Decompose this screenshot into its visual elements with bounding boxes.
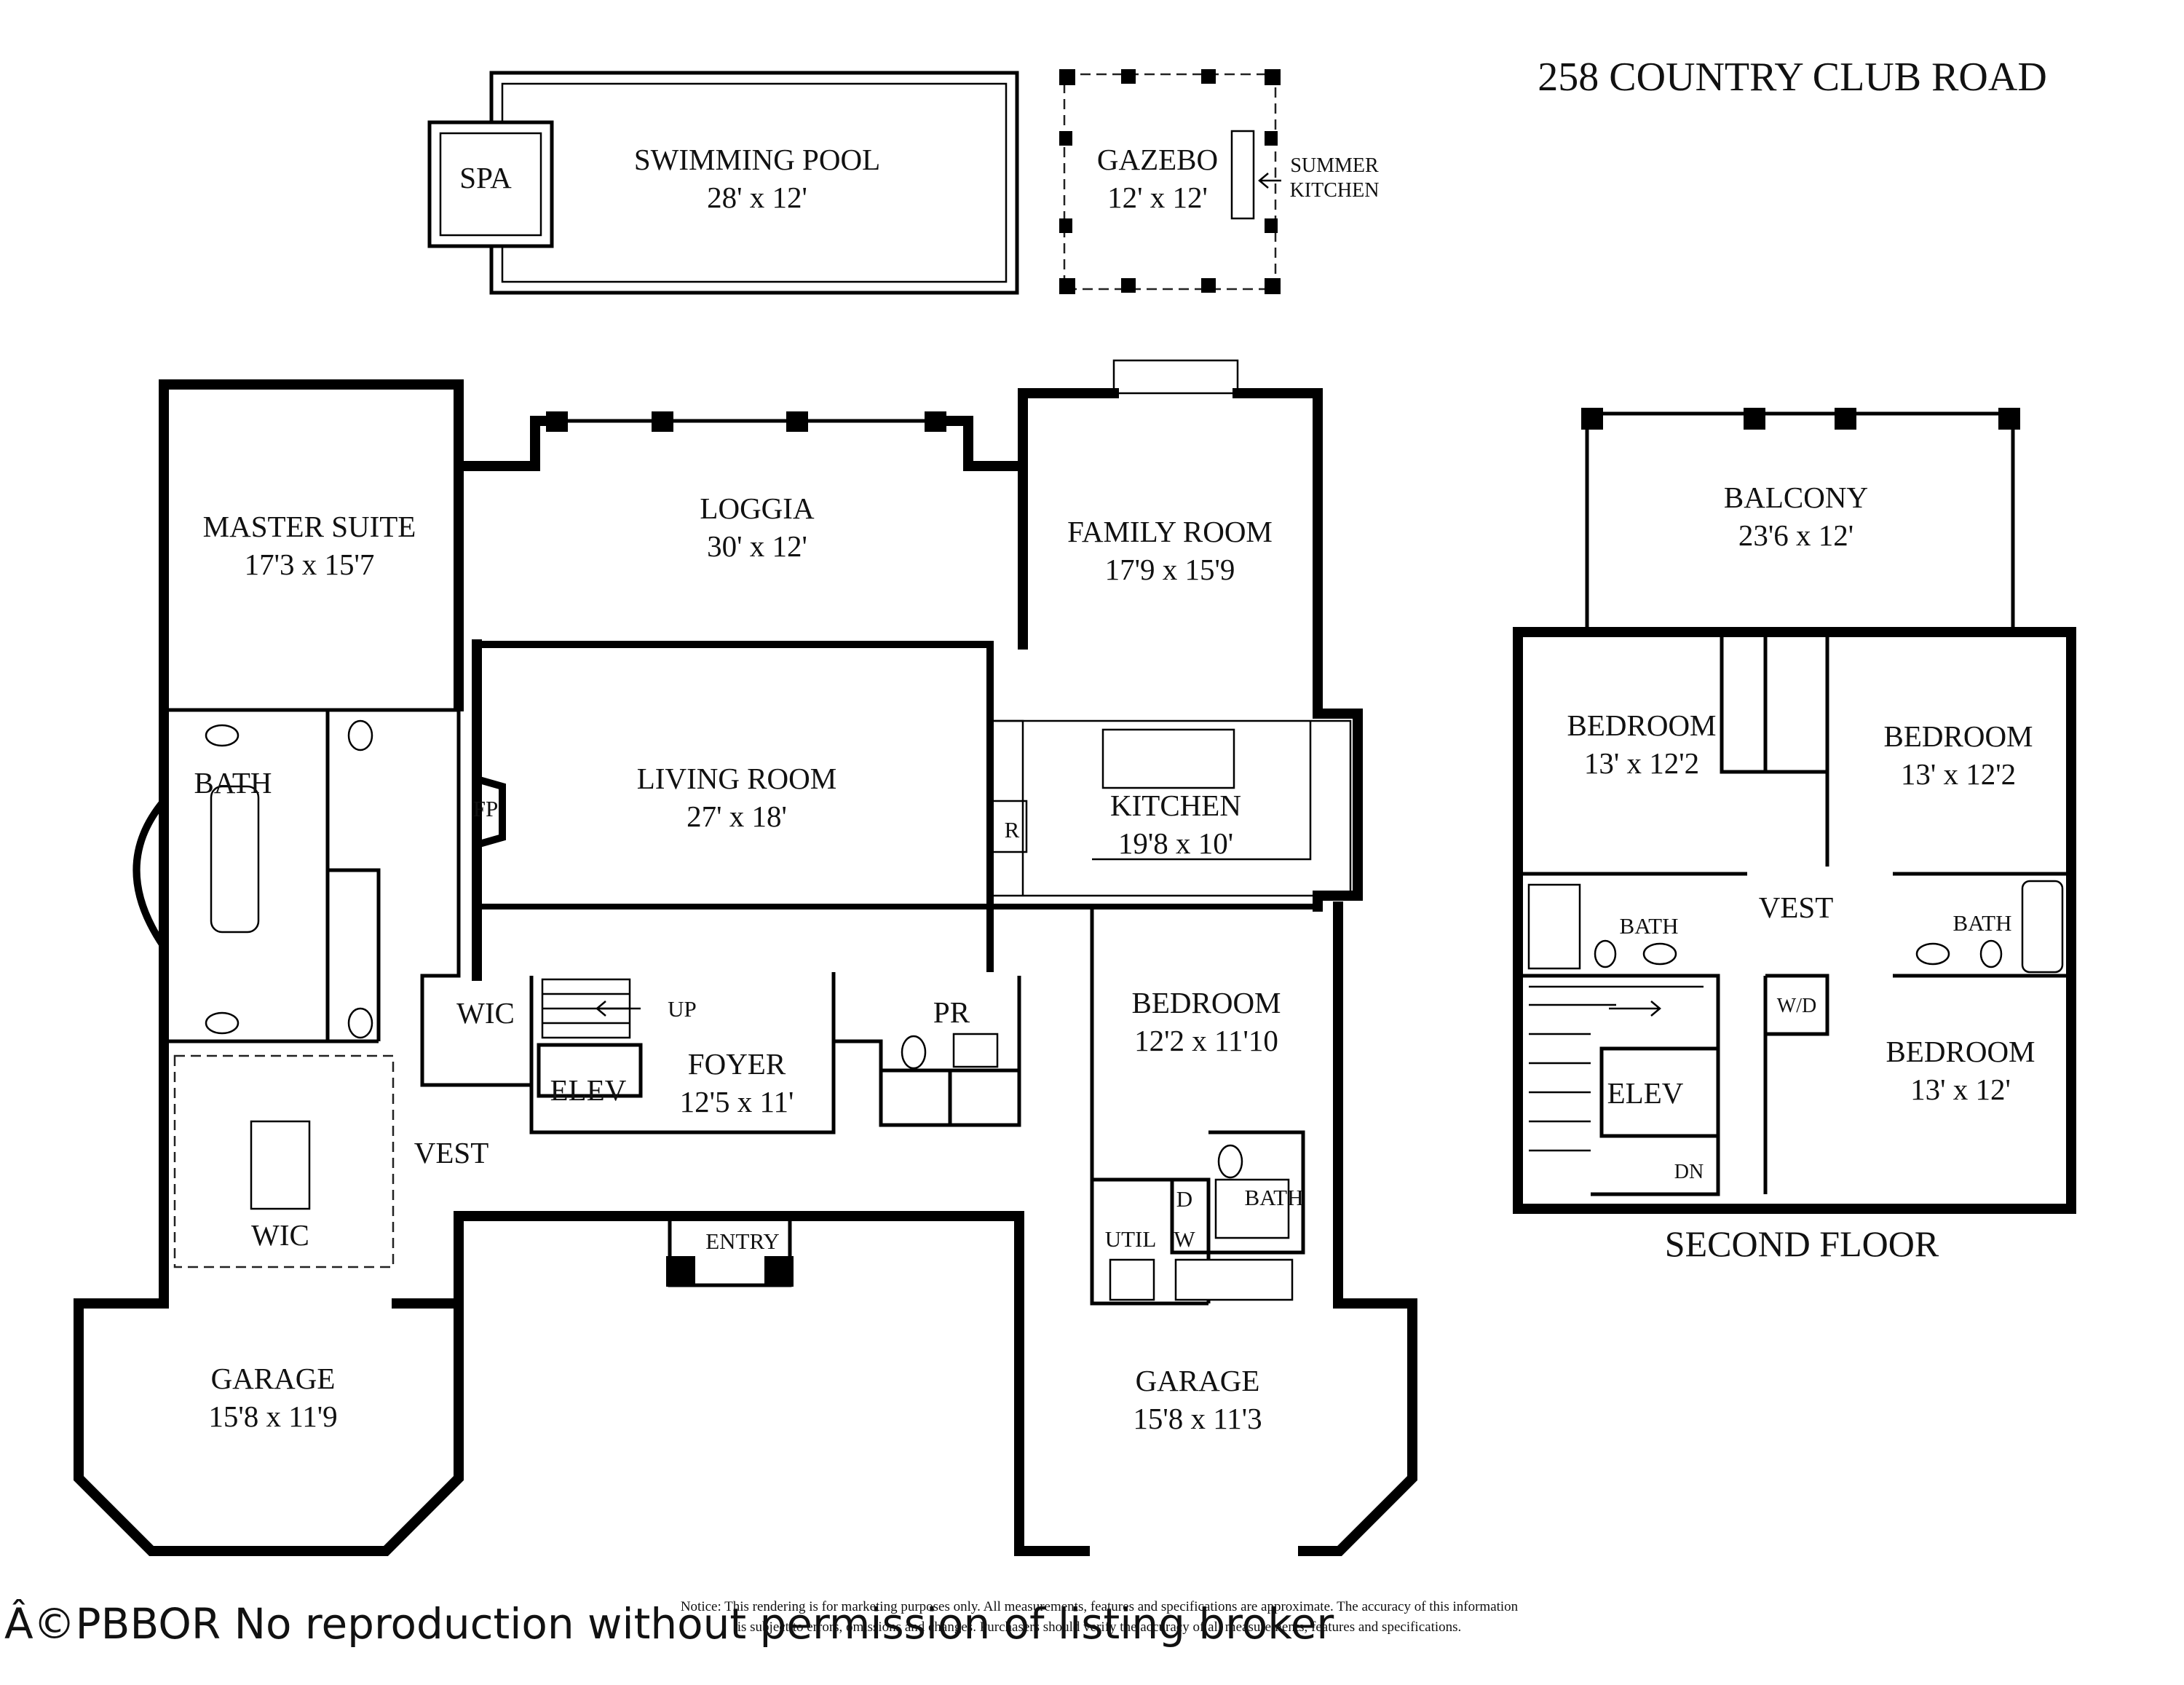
family-room-name: FAMILY ROOM [1067, 515, 1273, 548]
bedroom-bath-label: BATH [1245, 1185, 1304, 1210]
entry-label: ENTRY [705, 1228, 780, 1254]
swimming-pool [427, 71, 1019, 295]
family-room-size: 17'9 x 15'9 [1105, 553, 1235, 586]
pool-name: SWIMMING POOL [634, 143, 880, 176]
notice-line-1: Notice: This rendering is for marketing … [681, 1599, 1519, 1614]
utility-label: UTIL [1105, 1226, 1157, 1252]
bedroom-2-size: 13' x 12'2 [1901, 757, 2016, 791]
summer-kitchen-line1: SUMMER [1290, 154, 1379, 177]
loggia-size: 30' x 12' [707, 529, 807, 563]
second-floor-elev: ELEV [1607, 1076, 1684, 1110]
bedroom-1-size: 13' x 12'2 [1584, 746, 1699, 780]
bedroom-3-name: BEDROOM [1886, 1035, 2035, 1068]
lower-wic-label: WIC [251, 1218, 309, 1252]
balcony-name: BALCONY [1724, 481, 1868, 514]
gazebo [1059, 69, 1281, 294]
living-room-size: 27' x 18' [687, 800, 787, 833]
gazebo-name: GAZEBO [1097, 143, 1218, 176]
bedroom-name: BEDROOM [1131, 986, 1281, 1019]
washer-label: W [1174, 1226, 1195, 1252]
notice-line-2: is subject to errors, omissions and chan… [737, 1619, 1462, 1635]
elevator-label: ELEV [550, 1073, 627, 1107]
pool-size: 28' x 12' [707, 181, 807, 214]
summer-kitchen-line2: KITCHEN [1290, 179, 1380, 202]
second-floor-bath-right: BATH [1953, 910, 2012, 936]
refrigerator-label: R [1005, 817, 1020, 842]
upper-wic-label: WIC [456, 996, 515, 1030]
master-suite-size: 17'3 x 15'7 [245, 548, 375, 581]
right-garage-name: GARAGE [1136, 1364, 1260, 1397]
stair-down-label: DN [1674, 1161, 1704, 1183]
second-floor-walls [1513, 408, 2076, 1214]
stair-up-label: UP [668, 996, 697, 1022]
address-title: 258 COUNTRY CLUB ROAD [1538, 55, 2047, 100]
left-garage-name: GARAGE [211, 1362, 336, 1395]
balcony-size: 23'6 x 12' [1738, 518, 1853, 552]
bedroom-3-size: 13' x 12' [1910, 1073, 2011, 1106]
copyright-watermark: Â©PBBOR No reproduction without permissi… [4, 1598, 1334, 1649]
master-bath-label: BATH [194, 766, 272, 800]
kitchen-name: KITCHEN [1110, 789, 1241, 822]
second-floor-vest: VEST [1759, 891, 1834, 924]
kitchen-size: 19'8 x 10' [1118, 826, 1233, 860]
fireplace-label: FP [473, 796, 498, 821]
second-floor-label: SECOND FLOOR [1665, 1223, 1939, 1264]
bedroom-size: 12'2 x 11'10 [1134, 1024, 1278, 1057]
living-room-name: LIVING ROOM [637, 762, 836, 795]
washer-dryer-label: W/D [1777, 995, 1816, 1017]
dryer-label: D [1176, 1186, 1192, 1212]
bedroom-1-name: BEDROOM [1567, 709, 1716, 742]
powder-room-label: PR [933, 995, 970, 1029]
foyer-size: 12'5 x 11' [680, 1085, 794, 1118]
first-floor-interior [132, 708, 1352, 1306]
spa-label: SPA [459, 161, 512, 194]
gazebo-size: 12' x 12' [1107, 181, 1208, 214]
left-garage-size: 15'8 x 11'9 [208, 1400, 337, 1433]
second-floor-bath-left: BATH [1620, 913, 1679, 939]
first-floor-walls [74, 379, 1417, 1556]
bedroom-2-name: BEDROOM [1883, 719, 2033, 753]
right-garage-size: 15'8 x 11'3 [1133, 1402, 1262, 1435]
foyer-name: FOYER [688, 1047, 786, 1081]
loggia-name: LOGGIA [700, 492, 815, 525]
master-suite-name: MASTER SUITE [203, 510, 416, 543]
vest-label: VEST [414, 1136, 489, 1169]
